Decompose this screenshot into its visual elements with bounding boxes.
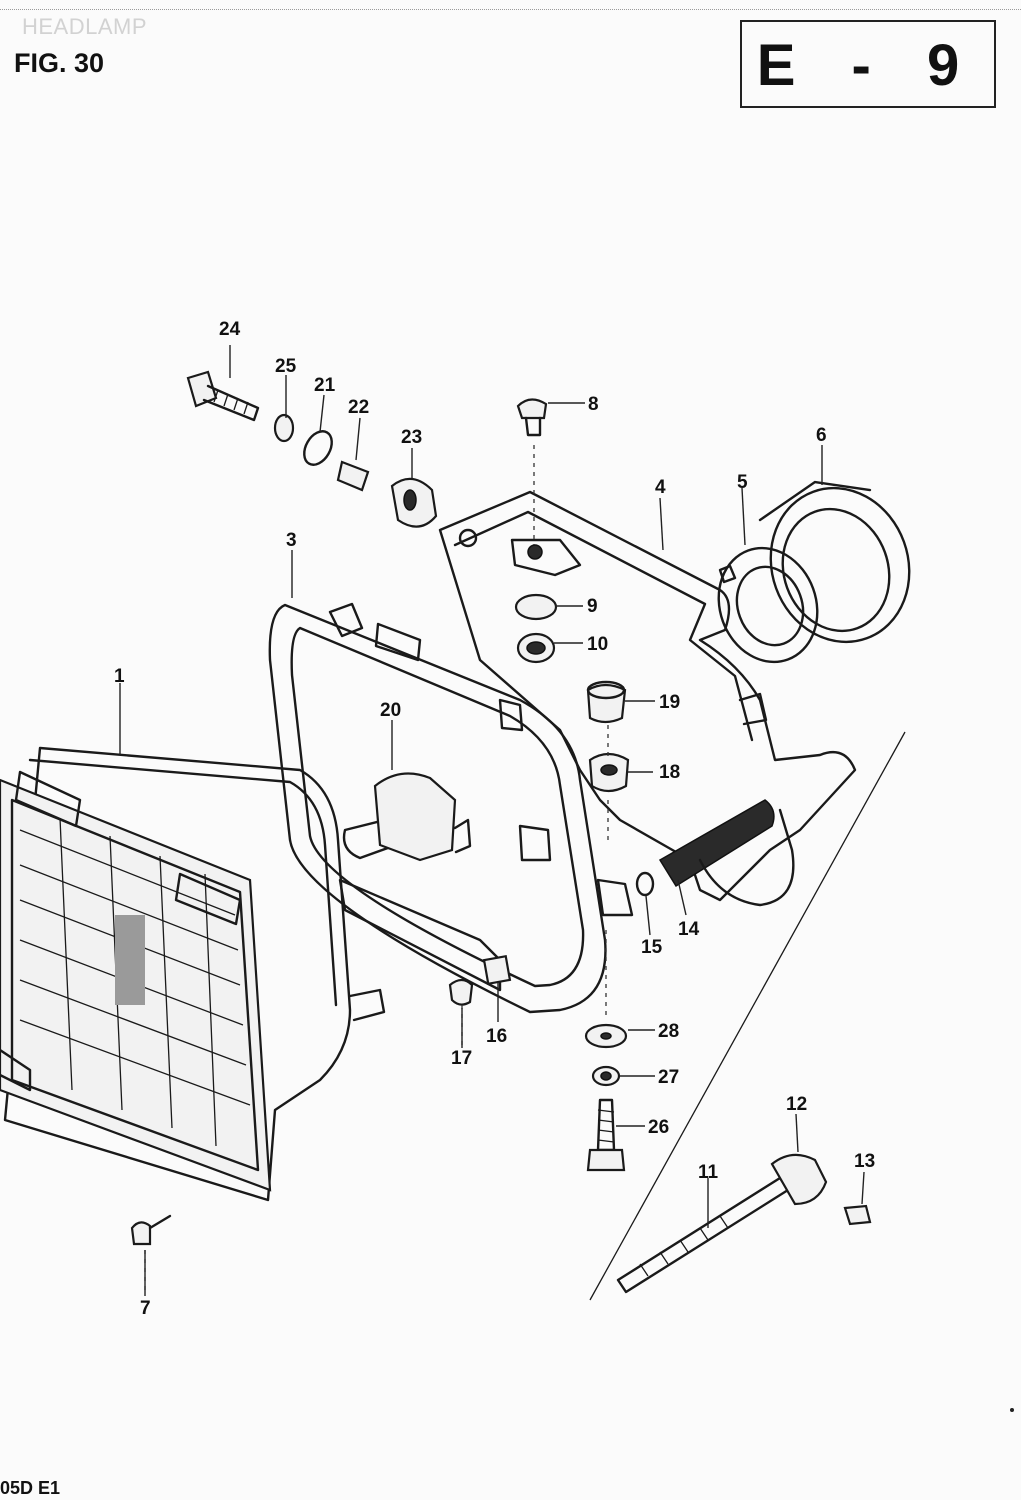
callout-7: 7 <box>140 1298 151 1319</box>
callout-12: 12 <box>786 1094 807 1115</box>
callout-5: 5 <box>737 472 748 493</box>
rubber-cushions <box>586 680 630 793</box>
callout-11: 11 <box>698 1162 719 1183</box>
callout-13: 13 <box>854 1151 875 1172</box>
section-code-box: E - 9 <box>740 20 996 108</box>
callout-15: 15 <box>641 937 663 958</box>
callout-leaders <box>119 345 865 1296</box>
faint-section-title: HEADLAMP <box>22 14 148 39</box>
figure-number: FIG. 30 <box>14 48 105 78</box>
callout-6: 6 <box>816 425 827 446</box>
callout-3: 3 <box>286 530 297 551</box>
section-code: E - 9 <box>756 33 980 98</box>
callout-19: 19 <box>659 692 680 713</box>
footer-code: 05D E1 <box>0 1478 61 1498</box>
headlamp-bulb <box>342 772 472 862</box>
callout-16: 16 <box>486 1026 507 1047</box>
callout-27: 27 <box>658 1067 679 1088</box>
callout-8: 8 <box>588 394 599 415</box>
callout-17: 17 <box>451 1048 472 1069</box>
nut-and-washer-lower <box>448 954 512 1006</box>
callout-14: 14 <box>678 919 700 940</box>
callout-23: 23 <box>401 427 422 448</box>
callout-20: 20 <box>380 700 401 721</box>
screw-and-washers-top <box>514 398 558 664</box>
callout-9: 9 <box>587 596 598 617</box>
headlamp-unit <box>0 746 386 1202</box>
callout-numbers: 1 3 4 5 6 7 8 9 10 11 12 13 14 15 16 17 … <box>114 319 875 1319</box>
callout-26: 26 <box>648 1117 669 1138</box>
callout-22: 22 <box>348 397 369 418</box>
adjusting-screw-set <box>589 731 906 1301</box>
callout-21: 21 <box>314 375 336 396</box>
headlamp-housing <box>438 490 857 902</box>
adjusting-bracket <box>635 799 795 907</box>
callout-4: 4 <box>655 477 666 498</box>
callout-18: 18 <box>659 762 680 783</box>
mounting-bolt-set <box>584 1023 628 1172</box>
upper-bolt-set <box>186 370 438 528</box>
scan-speck <box>1010 1408 1014 1412</box>
mounting-screw-7 <box>130 1214 172 1246</box>
top-dotted-rule <box>0 9 1021 10</box>
callout-24: 24 <box>219 319 241 340</box>
callout-1: 1 <box>114 666 125 687</box>
callout-28: 28 <box>658 1021 679 1042</box>
socket-cover-and-cap <box>717 480 911 664</box>
callout-25: 25 <box>275 356 297 377</box>
callout-10: 10 <box>587 634 608 655</box>
